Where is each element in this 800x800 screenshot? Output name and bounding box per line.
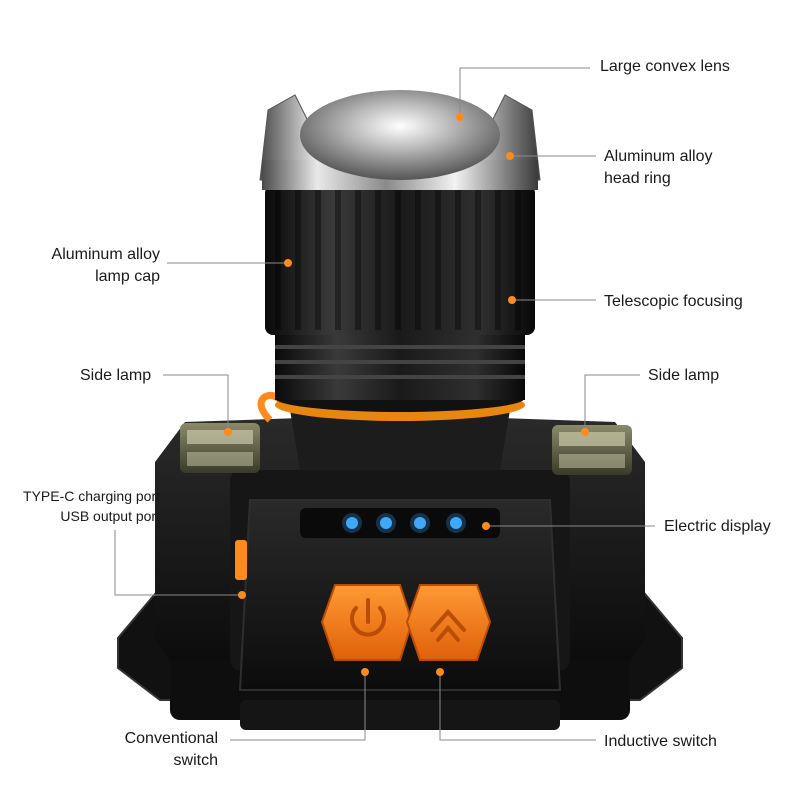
side-lamp-left (180, 423, 260, 473)
label-lamp-cap-line1: Aluminum alloy (51, 246, 160, 263)
type-c-port-cover[interactable] (235, 540, 247, 580)
convex-lens (300, 90, 500, 180)
side-lamp-right (552, 425, 632, 475)
label-large-convex-lens: Large convex lens (600, 58, 730, 75)
label-head-ring-line1: Aluminum alloy (604, 148, 713, 165)
label-type-c-line1: TYPE-C charging port (23, 488, 160, 504)
label-type-c-line2: USB output port (60, 508, 160, 524)
label-inductive-switch: Inductive switch (604, 733, 717, 750)
label-side-lamp-left: Side lamp (80, 367, 152, 384)
lamp-head (259, 90, 541, 470)
battery-indicator (342, 513, 466, 533)
power-icon (350, 598, 386, 637)
label-telescopic-focusing: Telescopic focusing (604, 293, 743, 310)
label-conventional-switch-line1: Conventional (124, 730, 218, 747)
conventional-switch-button[interactable] (320, 584, 414, 661)
sensor-wave-icon (430, 608, 466, 642)
inductive-switch-button[interactable] (405, 584, 492, 661)
leader-lines (114, 67, 655, 741)
label-conventional-switch-line2: switch (173, 752, 218, 769)
label-side-lamp-right: Side lamp (648, 367, 720, 384)
label-lamp-cap-line2: lamp cap (95, 268, 160, 285)
label-electric-display: Electric display (664, 518, 771, 535)
label-head-ring-line2: head ring (604, 170, 671, 187)
